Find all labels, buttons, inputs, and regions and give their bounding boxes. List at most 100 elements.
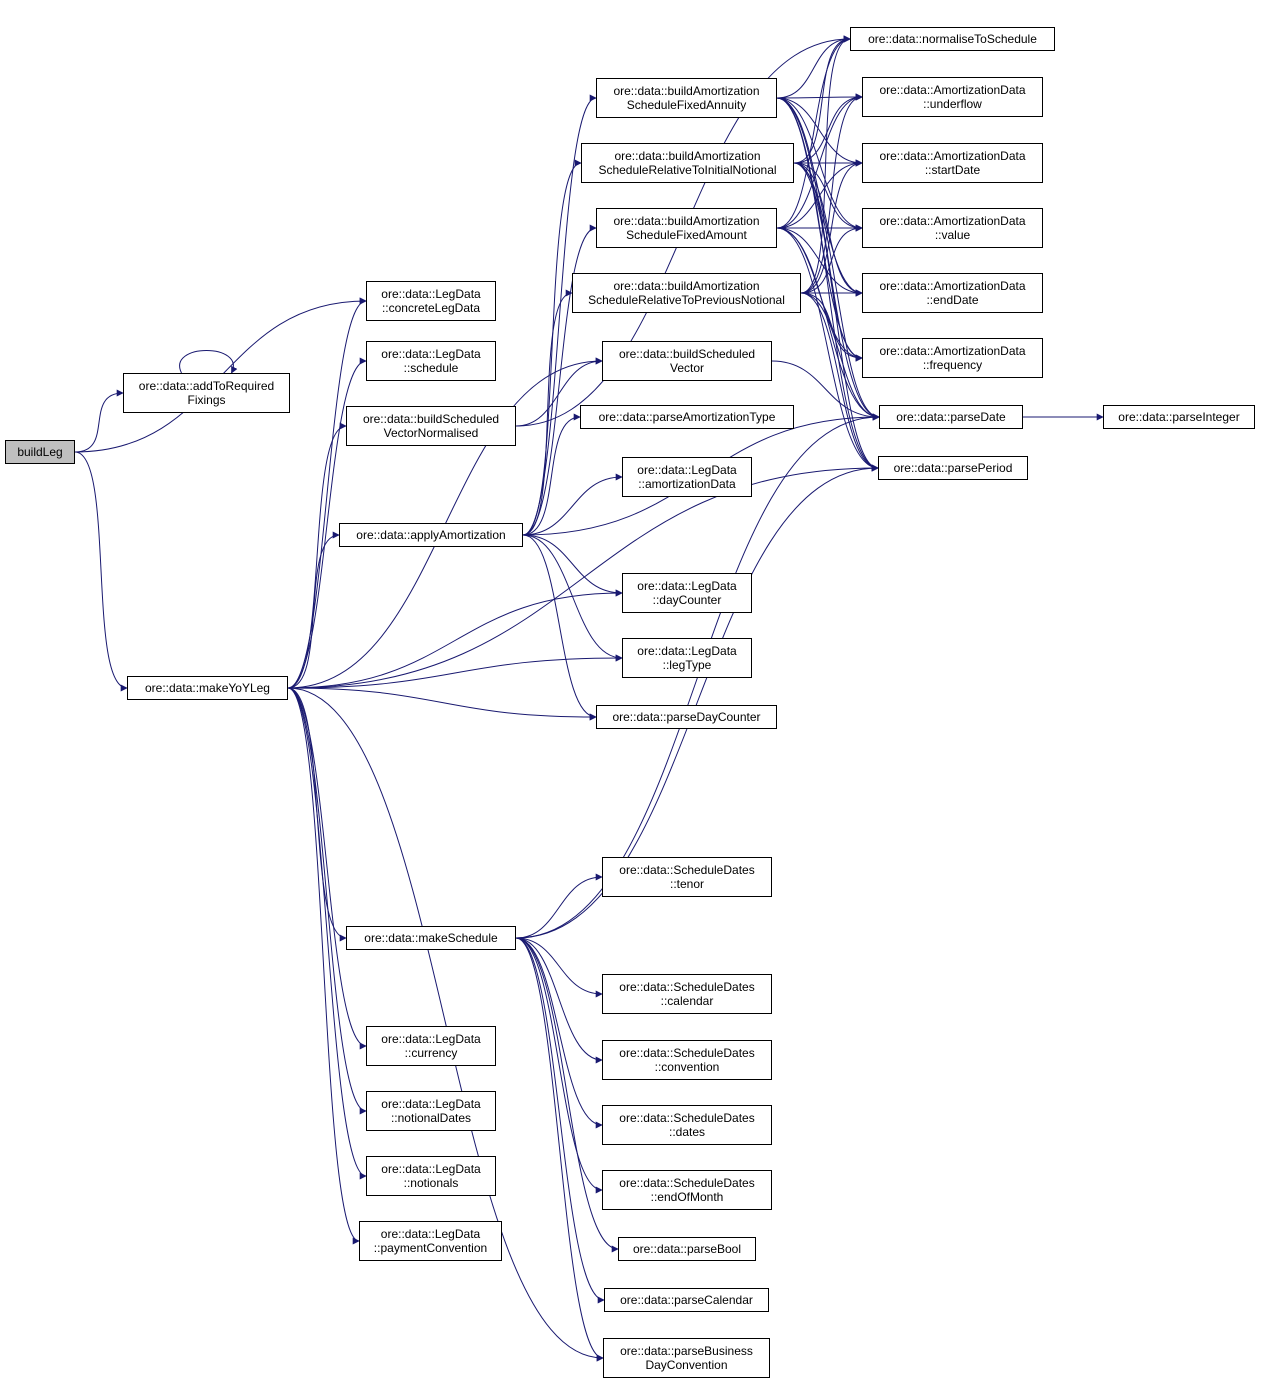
node-label: ore::data::parseAmortizationType xyxy=(598,410,776,424)
node-apply-amortization[interactable]: ore::data::applyAmortization xyxy=(339,523,523,547)
edge-makeSchedule-to-parseBool xyxy=(515,937,619,1253)
node-parse-integer[interactable]: ore::data::parseInteger xyxy=(1103,405,1255,429)
edge-makeYoYLeg-to-dayCounter xyxy=(287,589,623,689)
node-label: ::calendar xyxy=(660,994,714,1008)
node-label: ore::data::LegData xyxy=(637,644,737,658)
edge-fixedAmount-to-underflow xyxy=(776,93,863,229)
node-label: ore::data::AmortizationData xyxy=(879,344,1026,358)
node-label: ::tenor xyxy=(669,877,705,891)
node-label: ore::data::LegData xyxy=(381,287,481,301)
node-label: ore::data::normaliseToSchedule xyxy=(868,32,1037,46)
edge-buildScheduledVectorNormalised-to-buildScheduledVector xyxy=(515,357,603,427)
node-label: ::amortizationData xyxy=(638,477,736,491)
node-label: ::dayCounter xyxy=(652,593,722,607)
edge-applyAmortization-to-legType xyxy=(522,534,623,662)
edge-relPrevious-to-startDate xyxy=(800,159,863,294)
node-label: ::startDate xyxy=(924,163,981,177)
node-parse-calendar[interactable]: ore::data::parseCalendar xyxy=(604,1288,769,1312)
node-label: ore::data::ScheduleDates xyxy=(619,1176,755,1190)
node-currency[interactable]: ore::data::LegData::currency xyxy=(366,1026,496,1066)
node-parse-bool[interactable]: ore::data::parseBool xyxy=(618,1237,756,1261)
node-end-of-month[interactable]: ore::data::ScheduleDates::endOfMonth xyxy=(602,1170,772,1210)
node-calendar[interactable]: ore::data::ScheduleDates::calendar xyxy=(602,974,772,1014)
node-label: ore::data::parseBool xyxy=(632,1242,742,1256)
edge-makeYoYLeg-to-buildScheduledVectorNormalised xyxy=(287,422,347,689)
edge-makeSchedule-to-parseBDC xyxy=(515,937,604,1362)
node-parse-day-counter[interactable]: ore::data::parseDayCounter xyxy=(596,705,777,729)
edge-relPrevious-to-underflow xyxy=(800,93,863,294)
node-convention[interactable]: ore::data::ScheduleDates::convention xyxy=(602,1040,772,1080)
node-label: ore::data::AmortizationData xyxy=(879,83,1026,97)
node-label: ScheduleRelativeToPreviousNotional xyxy=(588,293,785,307)
node-parse-period[interactable]: ore::data::parsePeriod xyxy=(878,456,1028,480)
node-label: ore::data::AmortizationData xyxy=(879,279,1026,293)
node-label: ScheduleFixedAmount xyxy=(626,228,747,242)
node-label: ore::data::makeSchedule xyxy=(364,931,498,945)
node-label: ore::data::ScheduleDates xyxy=(619,863,755,877)
node-end-date[interactable]: ore::data::AmortizationData::endDate xyxy=(862,273,1043,313)
edge-makeSchedule-to-convention xyxy=(515,937,603,1064)
node-label: ore::data::parsePeriod xyxy=(893,461,1013,475)
edge-makeYoYLeg-to-currency xyxy=(287,687,367,1050)
node-leg-type[interactable]: ore::data::LegData::legType xyxy=(622,638,752,678)
node-notionals[interactable]: ore::data::LegData::notionals xyxy=(366,1156,496,1196)
node-dates[interactable]: ore::data::ScheduleDates::dates xyxy=(602,1105,772,1145)
node-make-schedule[interactable]: ore::data::makeSchedule xyxy=(346,926,516,950)
node-payment-convention[interactable]: ore::data::LegData::paymentConvention xyxy=(359,1221,502,1261)
node-normalise-to-schedule[interactable]: ore::data::normaliseToSchedule xyxy=(850,27,1055,51)
edge-makeYoYLeg-to-notionals xyxy=(287,687,367,1180)
edge-makeSchedule-to-parsePeriod xyxy=(515,464,879,939)
edge-makeYoYLeg-to-concreteLegData xyxy=(287,297,367,689)
node-label: ore::data::AmortizationData xyxy=(879,214,1026,228)
node-frequency[interactable]: ore::data::AmortizationData::frequency xyxy=(862,338,1043,378)
node-label: ore::data::LegData xyxy=(381,1162,481,1176)
node-start-date[interactable]: ore::data::AmortizationData::startDate xyxy=(862,143,1043,183)
node-label: ore::data::LegData xyxy=(637,579,737,593)
node-label: ::frequency xyxy=(922,358,983,372)
node-notional-dates[interactable]: ore::data::LegData::notionalDates xyxy=(366,1091,496,1131)
node-amortization-data[interactable]: ore::data::LegData::amortizationData xyxy=(622,457,752,497)
edge-makeSchedule-to-calendar xyxy=(515,937,603,998)
node-label: ScheduleRelativeToInitialNotional xyxy=(598,163,777,177)
edge-makeYoYLeg-to-paymentConvention xyxy=(287,687,360,1245)
node-label: ore::data::parseBusiness xyxy=(620,1344,753,1358)
node-label: Vector xyxy=(669,361,705,375)
edge-applyAmortization-to-relInitial xyxy=(522,159,582,536)
edge-relInitial-to-parseDate xyxy=(793,162,880,421)
node-build-leg[interactable]: buildLeg xyxy=(5,440,75,464)
node-label: ::dates xyxy=(668,1125,706,1139)
edge-applyAmortization-to-dayCounter xyxy=(522,534,623,597)
node-day-counter[interactable]: ore::data::LegData::dayCounter xyxy=(622,573,752,613)
node-make-yo-yleg[interactable]: ore::data::makeYoYLeg xyxy=(127,676,288,700)
node-label: ore::data::parseDayCounter xyxy=(612,710,761,724)
edge-fixedAnnuity-to-startDate xyxy=(776,97,863,167)
node-label: ScheduleFixedAnnuity xyxy=(626,98,747,112)
node-parse-amortization-type[interactable]: ore::data::parseAmortizationType xyxy=(580,405,794,429)
node-concrete-leg-data[interactable]: ore::data::LegData::concreteLegData xyxy=(366,281,496,321)
node-tenor[interactable]: ore::data::ScheduleDates::tenor xyxy=(602,857,772,897)
node-leg-schedule[interactable]: ore::data::LegData::schedule xyxy=(366,341,496,381)
node-amort-value[interactable]: ore::data::AmortizationData::value xyxy=(862,208,1043,248)
node-underflow[interactable]: ore::data::AmortizationData::underflow xyxy=(862,77,1043,117)
node-label: buildLeg xyxy=(17,445,63,459)
node-parse-date[interactable]: ore::data::parseDate xyxy=(879,405,1023,429)
edge-relPrevious-to-parseDate xyxy=(800,292,880,421)
node-label: ore::data::ScheduleDates xyxy=(619,980,755,994)
edge-fixedAmount-to-parsePeriod xyxy=(776,227,879,472)
edge-relPrevious-to-frequency xyxy=(800,292,863,362)
edge-makeYoYLeg-to-parseDayCounter xyxy=(287,687,597,721)
edge-fixedAnnuity-to-underflow xyxy=(776,93,863,101)
node-label: ore::data::ScheduleDates xyxy=(619,1046,755,1060)
node-label: ore::data::LegData xyxy=(381,1097,481,1111)
node-label: ::concreteLegData xyxy=(381,301,481,315)
node-label: ore::data::makeYoYLeg xyxy=(145,681,270,695)
